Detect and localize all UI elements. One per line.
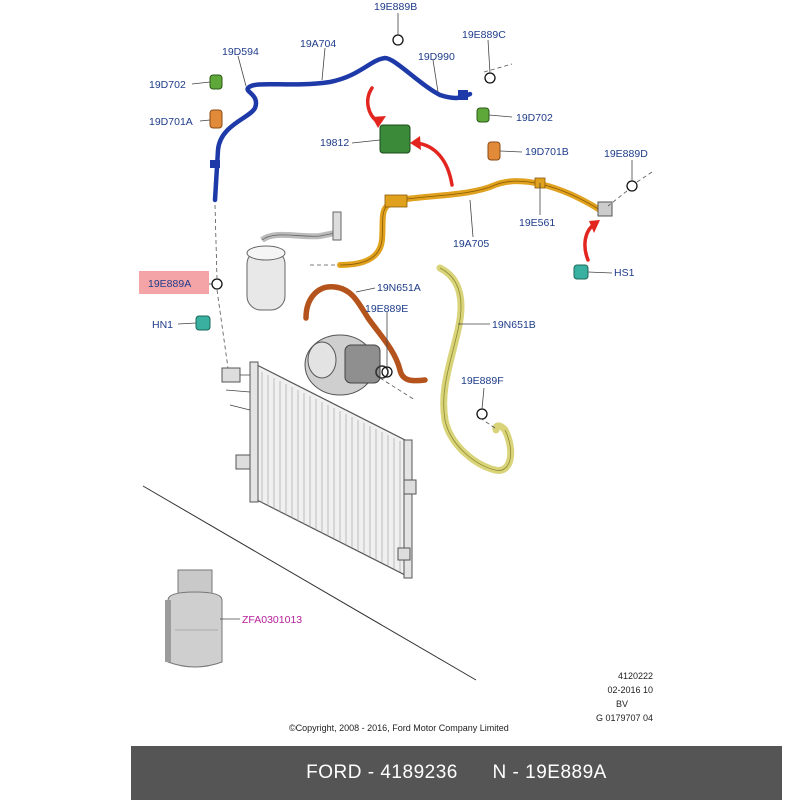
label-ZFA0301013: ZFA0301013 [242, 614, 302, 626]
label-19D701B: 19D701B [525, 146, 569, 158]
valve-core-19D702-left [209, 74, 223, 90]
label-19E889B: 19E889B [374, 1, 417, 13]
frame-line [142, 485, 477, 681]
ref-line-3: BV [616, 699, 628, 709]
valve-cap-19D701A [209, 109, 223, 129]
refrigerant-bottle [165, 569, 223, 668]
label-19812: 19812 [320, 137, 349, 149]
label-HN1: HN1 [152, 319, 173, 331]
ref-line-2: 02-2016 10 [607, 685, 653, 695]
sensor-HN1 [195, 315, 211, 331]
alignment-lines [214, 63, 653, 429]
footer-bar: FORD - 4189236 N - 19E889A [131, 746, 782, 800]
footer-brand-part: FORD - 4189236 [306, 762, 458, 783]
pipe-19N651A [303, 284, 428, 384]
label-19D594: 19D594 [222, 46, 259, 58]
label-19E561: 19E561 [519, 217, 555, 229]
pipe-19N651B [436, 264, 515, 474]
label-19A704: 19A704 [300, 38, 336, 50]
pipe-19A705 [337, 177, 613, 268]
leader-lines [177, 13, 633, 620]
highlight-box [139, 271, 209, 294]
pipe-19A704 [210, 55, 473, 203]
label-19N651A: 19N651A [377, 282, 421, 294]
label-19E889D: 19E889D [604, 148, 648, 160]
label-HS1: HS1 [614, 267, 635, 279]
o-ring-19E889D [626, 180, 638, 192]
valve-cap-19D701B [487, 141, 501, 161]
expansion-valve-19812 [379, 124, 411, 154]
o-ring-19E889B [392, 34, 404, 46]
label-19E889F: 19E889F [461, 375, 504, 387]
label-19D702-left: 19D702 [149, 79, 186, 91]
footer-spacer [458, 762, 493, 784]
valve-core-19D702-right [476, 107, 490, 123]
condenser [221, 361, 417, 579]
footer-n-part: N - 19E889A [492, 762, 607, 783]
o-ring-19E889A [211, 278, 223, 290]
sensor-HS1 [573, 264, 589, 280]
label-19D701A: 19D701A [149, 116, 193, 128]
o-ring-19E889F [476, 408, 488, 420]
ref-line-1: 4120222 [618, 671, 653, 681]
label-19E889C: 19E889C [462, 29, 506, 41]
label-19N651B: 19N651B [492, 319, 536, 331]
copyright-text: ©Copyright, 2008 - 2016, Ford Motor Comp… [289, 723, 509, 733]
label-19E889E: 19E889E [365, 303, 408, 315]
receiver-drier [246, 211, 342, 311]
label-19D702-right: 19D702 [516, 112, 553, 124]
o-ring-19E889C [484, 72, 496, 84]
red-arrowheads [372, 116, 600, 233]
label-19A705: 19A705 [453, 238, 489, 250]
label-19E889A: 19E889A [148, 278, 191, 290]
compressor [304, 334, 389, 396]
label-19D990: 19D990 [418, 51, 455, 63]
ref-line-4: G 0179707 04 [596, 713, 653, 723]
